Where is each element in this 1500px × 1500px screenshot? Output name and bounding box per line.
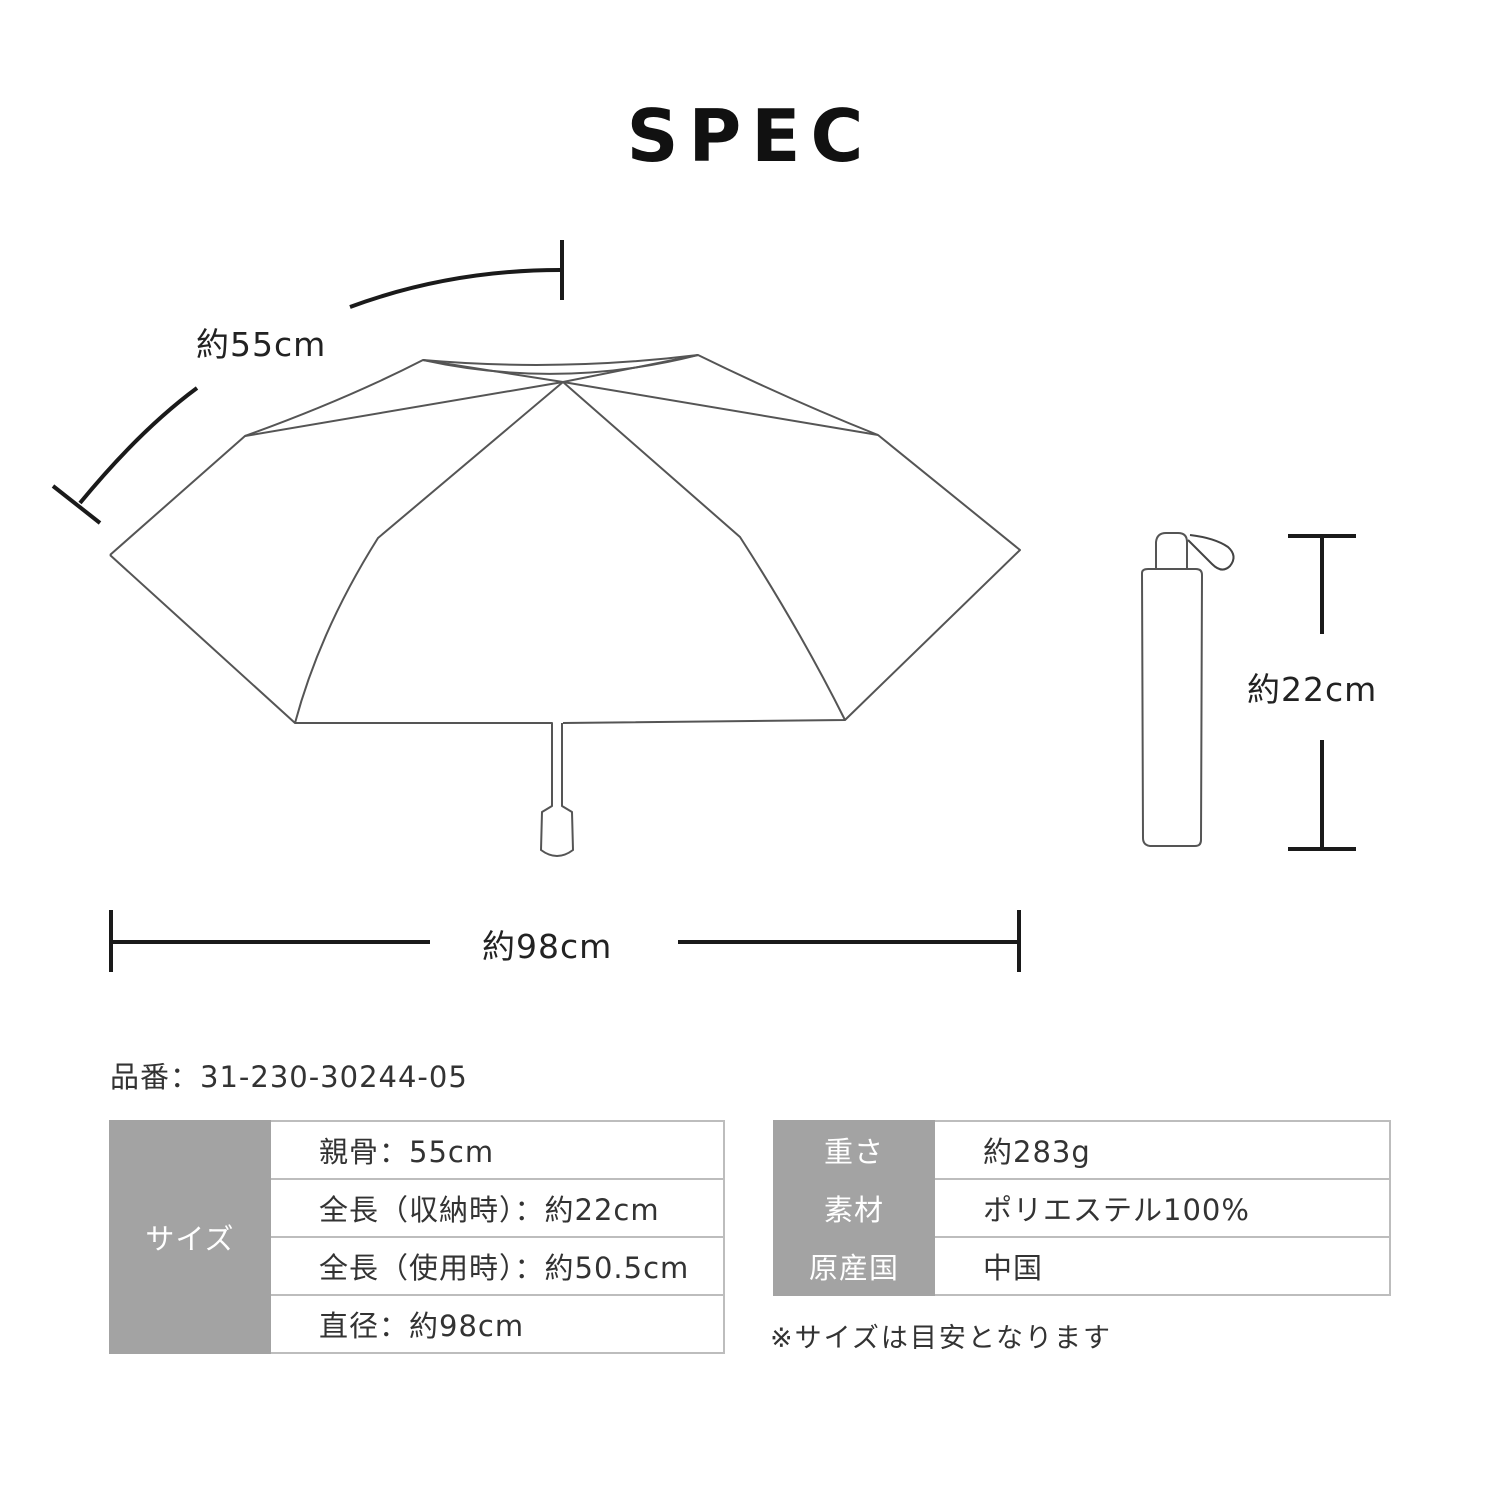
open-umbrella-illustration bbox=[109, 354, 1021, 857]
rib-length-label: 約55cm bbox=[196, 325, 327, 364]
size-row-folded-length: 全長（収納時）：約22cm bbox=[269, 1178, 725, 1238]
product-code: 品番：31-230-30244-05 bbox=[110, 1060, 468, 1094]
diameter-label: 約98cm bbox=[482, 927, 613, 966]
misc-spec-table: 重さ 約283g 素材 ポリエステル100% 原産国 中国 bbox=[773, 1120, 1391, 1296]
size-row-rib: 親骨：55cm bbox=[269, 1120, 725, 1180]
size-note: ※サイズは目安となります bbox=[770, 1323, 1113, 1354]
size-header-cell: サイズ bbox=[109, 1120, 271, 1354]
rib-length-arc-upper bbox=[349, 268, 561, 309]
folded-umbrella-illustration bbox=[1140, 532, 1235, 847]
size-spec-table: サイズ 親骨：55cm 全長（収納時）：約22cm 全長（使用時）：約50.5c… bbox=[109, 1120, 725, 1354]
material-label: 素材 bbox=[773, 1178, 935, 1238]
weight-label: 重さ bbox=[773, 1120, 935, 1180]
origin-label: 原産国 bbox=[773, 1236, 935, 1296]
rib-length-arc-lower bbox=[78, 386, 199, 505]
weight-value: 約283g bbox=[933, 1120, 1391, 1180]
folded-length-label: 約22cm bbox=[1247, 670, 1378, 709]
origin-value: 中国 bbox=[933, 1236, 1391, 1296]
size-row-diameter: 直径：約98cm bbox=[269, 1294, 725, 1354]
dimension-lines bbox=[51, 240, 1356, 972]
page-title: SPEC bbox=[626, 94, 874, 178]
size-row-open-length: 全長（使用時）：約50.5cm bbox=[269, 1236, 725, 1296]
material-value: ポリエステル100% bbox=[933, 1178, 1391, 1238]
